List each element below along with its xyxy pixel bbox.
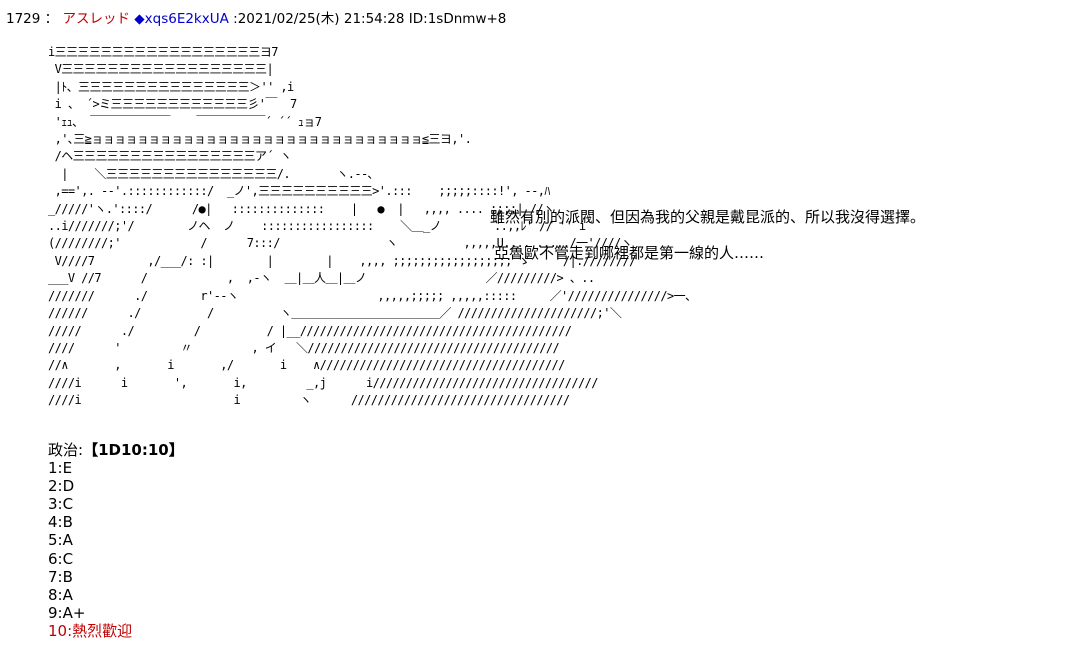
post-colon: :: [233, 11, 238, 27]
poster-trip: ◆xqs6E2kxUA: [134, 11, 229, 27]
post-id: ID:1sDnmw+8: [408, 11, 507, 27]
dice-results: 政治:【1D10:10】 1:E 2:D 3:C 4:B 5:A 6:C 7:B…: [48, 441, 184, 640]
result-row-9: 9:A+: [48, 603, 86, 622]
result-row-1: 1:E: [48, 459, 73, 478]
result-row-10: 10:熱烈歡迎: [48, 621, 133, 640]
post-number[interactable]: 1729: [6, 11, 41, 27]
result-row-5: 5:A: [48, 531, 73, 550]
post-header: 1729 ： アスレッド ◆xqs6E2kxUA :2021/02/25(木) …: [6, 10, 506, 28]
result-row-4: 4:B: [48, 513, 73, 532]
dialogue-line-2: 亞魯歐不管走到哪裡都是第一線的人……: [494, 244, 765, 262]
post-separator: ：: [44, 11, 59, 27]
result-row-2: 2:D: [48, 477, 75, 496]
result-row-3: 3:C: [48, 495, 74, 514]
dice-roll: 【1D10:10】: [83, 441, 184, 459]
post-datetime: 2021/02/25(木) 21:54:28: [237, 11, 405, 27]
ascii-art: i三三三三三三三三三三三三三三三三三三ヨ7 V三三三三三三三三三三三三三三三三三…: [48, 45, 697, 408]
dice-title: 政治:【1D10:10】: [48, 441, 184, 459]
result-row-7: 7:B: [48, 567, 73, 586]
dialogue-line-1: 雖然有別的派閥、但因為我的父親是戴昆派的、所以我沒得選擇。: [490, 208, 926, 226]
dice-label: 政治:: [48, 441, 84, 459]
result-row-8: 8:A: [48, 585, 73, 604]
poster-name: アスレッド: [62, 11, 130, 27]
result-row-6: 6:C: [48, 549, 74, 568]
